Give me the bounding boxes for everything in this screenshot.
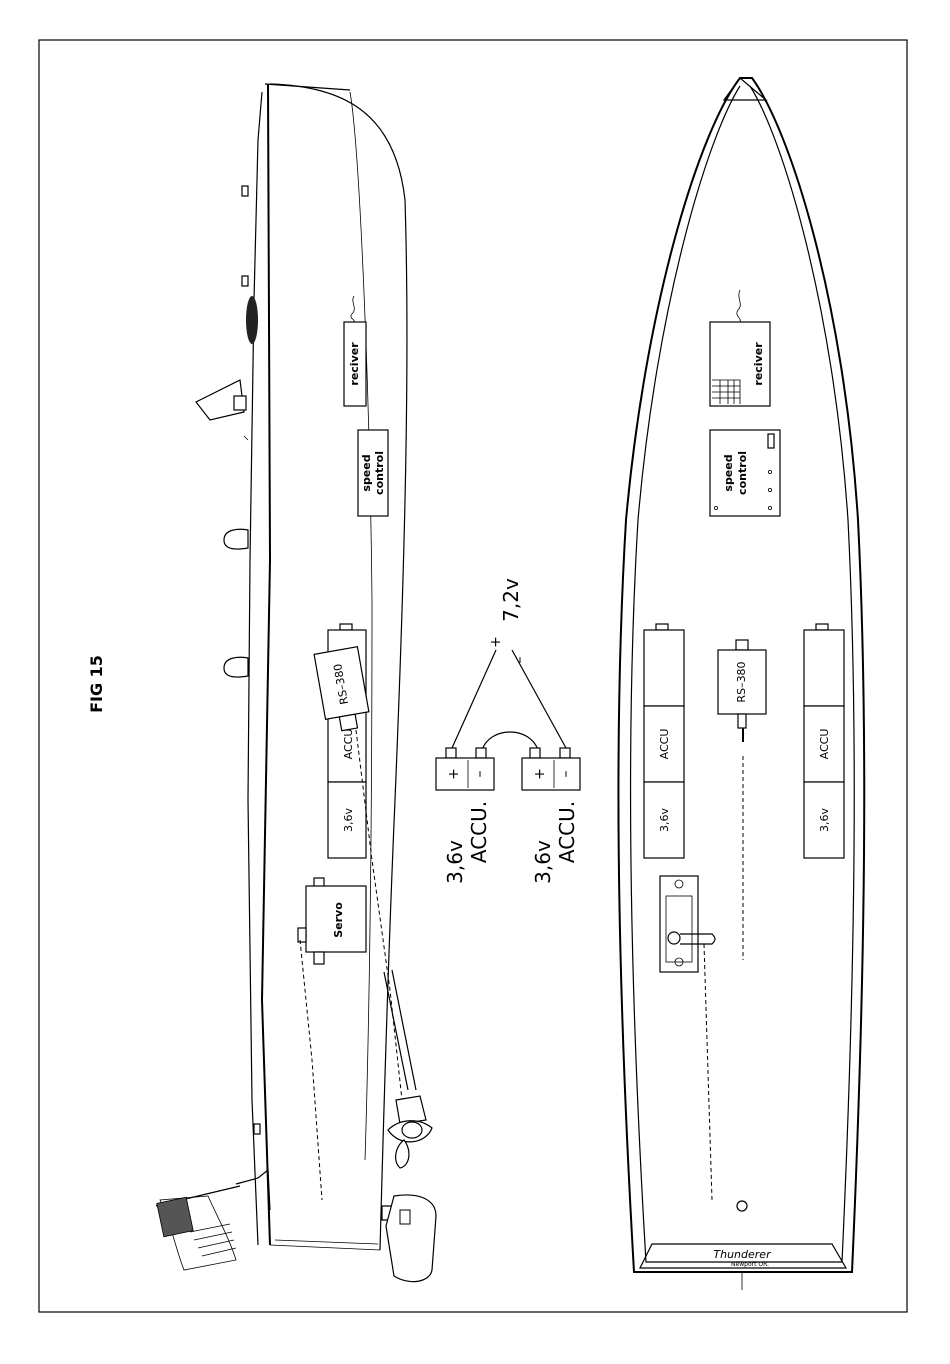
top-right-battery-top bbox=[804, 630, 844, 706]
side-servo-label: Servo bbox=[332, 902, 345, 938]
side-receiver-label: reciver bbox=[348, 342, 361, 386]
side-steering bbox=[234, 396, 246, 410]
battery-1-voltage: 3,6v bbox=[443, 840, 467, 884]
battery-1-terminal-minus bbox=[476, 748, 486, 758]
battery-1-type: ACCU. bbox=[467, 801, 491, 863]
side-chine-line bbox=[350, 92, 372, 1160]
battery-1-plus-label: + bbox=[446, 768, 462, 780]
top-right-battery-cap bbox=[816, 624, 828, 630]
wiring-diagram: + – 7,2v + – 3,6v ACCU. + – 3,6v ACCU. bbox=[436, 578, 580, 884]
side-transom-inner bbox=[275, 1240, 378, 1244]
side-fitting-2 bbox=[242, 276, 248, 286]
side-servo-tab-bottom bbox=[314, 952, 324, 964]
side-view: reciver speed control ACCU 3,6v RS–380 S… bbox=[156, 84, 436, 1282]
top-transom-port: Newport OR. bbox=[731, 1261, 769, 1268]
wiring-plus: + bbox=[488, 636, 504, 648]
side-deck-line bbox=[262, 84, 270, 1245]
side-fitting-3 bbox=[254, 1124, 260, 1134]
top-antenna bbox=[737, 290, 740, 322]
battery-2-type: ACCU. bbox=[555, 801, 579, 863]
top-right-accu-label: ACCU bbox=[818, 729, 831, 760]
top-left-battery-top bbox=[644, 630, 684, 706]
wiring-minus: – bbox=[512, 657, 528, 664]
top-speed-control-label-1: speed bbox=[722, 454, 735, 491]
battery-1-minus-label: – bbox=[472, 771, 488, 778]
side-rudder-linkage bbox=[300, 940, 322, 1200]
top-left-cell-label: 3,6v bbox=[658, 808, 671, 832]
rudder-icon bbox=[382, 1195, 436, 1282]
battery-2-minus-label: – bbox=[558, 771, 574, 778]
battery-2-voltage: 3,6v bbox=[531, 840, 555, 884]
side-fitting-4 bbox=[244, 436, 248, 440]
side-transom bbox=[270, 1245, 380, 1250]
top-left-battery-cap bbox=[656, 624, 668, 630]
top-motor-mount bbox=[738, 714, 746, 728]
side-speed-control-label-1: speed bbox=[360, 454, 373, 491]
side-cleat-2 bbox=[224, 657, 248, 677]
top-receiver-label: reciver bbox=[752, 342, 765, 386]
page-frame bbox=[39, 40, 907, 1312]
wire-series-link bbox=[482, 732, 538, 750]
side-servo-horn bbox=[298, 928, 306, 942]
battery-2-plus-label: + bbox=[532, 768, 548, 780]
top-left-accu-label: ACCU bbox=[658, 729, 671, 760]
side-cell-label: 3,6v bbox=[342, 808, 355, 832]
side-cleat-1 bbox=[224, 529, 248, 549]
propeller-icon bbox=[388, 1096, 432, 1168]
side-speed-control-label-2: control bbox=[373, 451, 386, 495]
side-hatch bbox=[246, 296, 258, 344]
top-motor-label: RS–380 bbox=[735, 661, 748, 702]
figure-title: FIG 15 bbox=[87, 655, 106, 713]
top-rudder-post bbox=[737, 1201, 747, 1211]
top-transom-name: Thunderer bbox=[713, 1248, 772, 1261]
top-motor-shaft bbox=[742, 728, 744, 742]
side-antenna bbox=[351, 296, 354, 322]
side-motor-mount bbox=[339, 714, 357, 731]
top-view: Thunderer Newport OR. reciver speed cont… bbox=[618, 78, 864, 1290]
top-speed-control-switch bbox=[768, 434, 774, 448]
battery-1-terminal-plus bbox=[446, 748, 456, 758]
top-rudder-linkage bbox=[704, 944, 712, 1200]
battery-2-terminal-minus bbox=[560, 748, 570, 758]
side-cabin-line bbox=[248, 92, 262, 1245]
side-battery-cap bbox=[340, 624, 352, 630]
side-fitting-1 bbox=[242, 186, 248, 196]
top-speed-control-label-2: control bbox=[736, 451, 749, 495]
top-right-cell-label: 3,6v bbox=[818, 808, 831, 832]
side-shaft-tube bbox=[384, 970, 416, 1090]
side-accu-label: ACCU bbox=[342, 729, 355, 760]
us-flag-icon bbox=[156, 1170, 270, 1270]
wire-positive bbox=[452, 650, 496, 748]
top-motor-cap bbox=[736, 640, 748, 650]
wiring-total-voltage: 7,2v bbox=[499, 578, 523, 622]
battery-2-terminal-plus bbox=[530, 748, 540, 758]
